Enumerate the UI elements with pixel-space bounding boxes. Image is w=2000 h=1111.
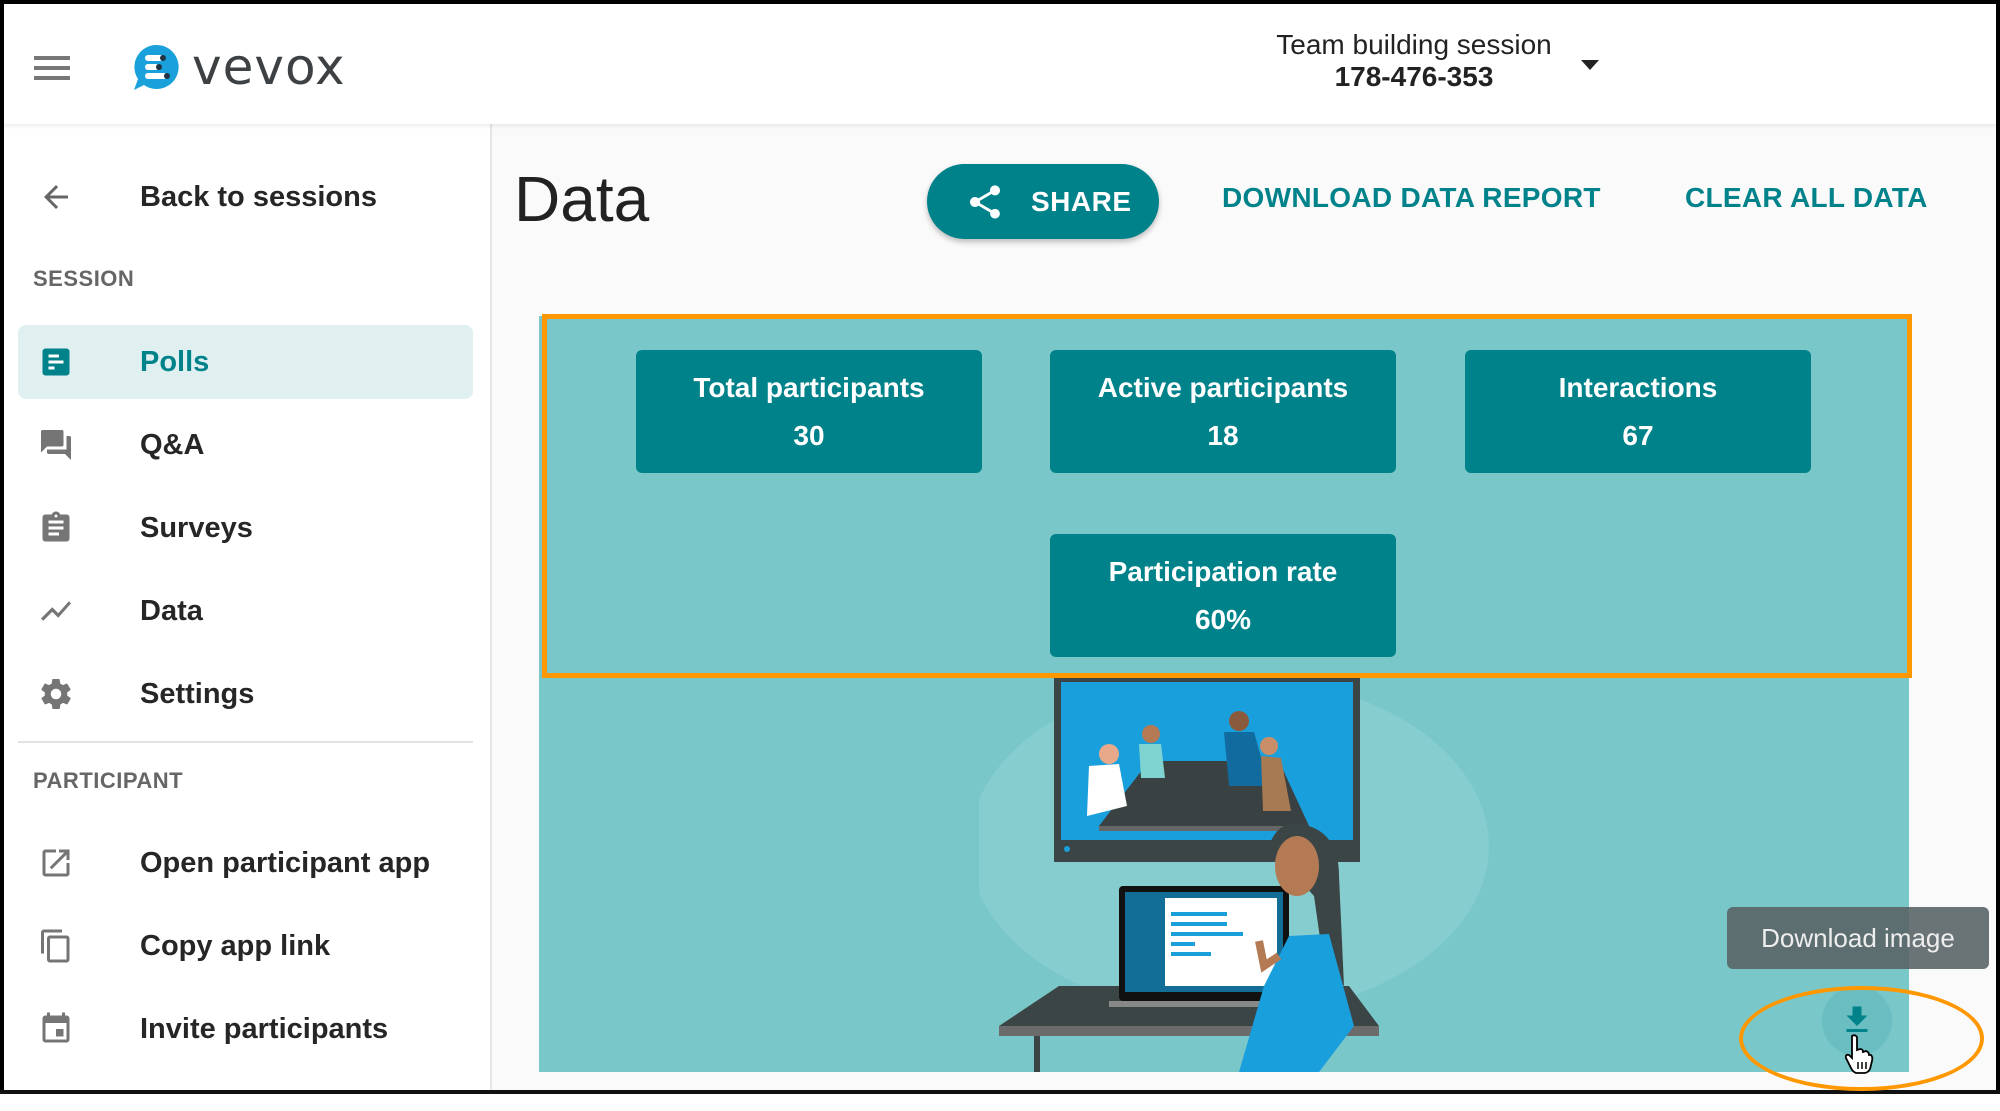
sidebar-item-qa[interactable]: Q&A (18, 408, 473, 482)
download-icon (1846, 1006, 1868, 1032)
back-to-sessions-button[interactable]: Back to sessions (4, 162, 492, 232)
stat-value: 18 (1207, 420, 1239, 451)
nav-label: Settings (140, 677, 255, 710)
stat-value: 60% (1194, 604, 1252, 635)
sidebar-item-polls[interactable]: Polls (18, 325, 473, 399)
session-selector[interactable]: Team building session 178-476-353 (1244, 28, 1584, 92)
sidebar-item-settings[interactable]: Settings (18, 657, 473, 731)
poll-icon (42, 348, 70, 376)
copy-icon (41, 929, 70, 963)
stat-value: 67 (1622, 420, 1654, 451)
back-label: Back to sessions (140, 180, 377, 213)
nav-label: Q&A (140, 428, 205, 461)
section-title-participant: PARTICIPANT (33, 768, 184, 793)
sidebar-divider (18, 741, 473, 743)
share-button[interactable]: SHARE (927, 164, 1159, 239)
forum-icon (41, 430, 71, 460)
vevox-logo: vevox (132, 42, 346, 92)
clipboard-icon (42, 511, 70, 542)
calendar-icon (42, 1012, 70, 1043)
session-code: 178-476-353 (1334, 61, 1494, 92)
share-label: SHARE (1031, 185, 1132, 217)
trending-line-icon (41, 601, 71, 621)
download-image-tooltip: Download image (1727, 907, 1989, 969)
stat-card-interactions: Interactions 67 (1465, 350, 1811, 473)
arrow-left-icon (44, 185, 68, 209)
top-bar: vevox Team building session 178-476-353 (4, 4, 1996, 124)
stat-card-active-participants: Active participants 18 (1050, 350, 1396, 473)
nav-label: Surveys (140, 511, 253, 544)
sidebar-item-invite-participants[interactable]: Invite participants (18, 992, 473, 1066)
gear-icon (41, 679, 71, 709)
hand-pointer-cursor-icon (1844, 1034, 1874, 1074)
logo-text: vevox (192, 38, 346, 96)
sidebar-item-copy-app-link[interactable]: Copy app link (18, 909, 473, 983)
share-icon (970, 185, 1000, 219)
sidebar-item-surveys[interactable]: Surveys (18, 491, 473, 565)
nav-label: Open participant app (140, 846, 431, 879)
hamburger-icon[interactable] (34, 54, 72, 82)
stat-label: Interactions (1558, 372, 1718, 403)
stat-label: Participation rate (1108, 556, 1338, 587)
sidebar: Back to sessions SESSION Polls Q&A Surve… (4, 124, 492, 1094)
caret-down-icon[interactable] (1581, 60, 1599, 70)
meeting-illustration (979, 676, 1489, 1072)
stat-value: 30 (793, 420, 825, 451)
stat-card-participation-rate: Participation rate 60% (1050, 534, 1396, 657)
vevox-logo-icon (134, 44, 179, 90)
open-external-icon (42, 849, 70, 877)
stat-card-total-participants: Total participants 30 (636, 350, 982, 473)
stat-label: Active participants (1097, 372, 1349, 403)
section-title-session: SESSION (33, 266, 135, 291)
stat-label: Total participants (693, 372, 925, 403)
download-data-report-button[interactable]: DOWNLOAD DATA REPORT (1222, 182, 1601, 213)
page-title: Data (514, 163, 650, 235)
nav-label: Polls (140, 345, 210, 378)
main-content: Data SHARE DOWNLOAD DATA REPORT CLEAR AL… (494, 124, 1996, 1094)
nav-label: Copy app link (140, 929, 331, 962)
sidebar-item-data[interactable]: Data (18, 574, 473, 648)
nav-label: Data (140, 594, 203, 627)
frame-bottom-border (0, 1090, 2000, 1094)
nav-label: Invite participants (140, 1012, 389, 1045)
data-summary-panel: Total participants 30 Active participant… (539, 316, 1909, 1072)
clear-all-data-button[interactable]: CLEAR ALL DATA (1685, 182, 1928, 213)
sidebar-item-open-participant-app[interactable]: Open participant app (18, 826, 473, 900)
session-name: Team building session (1276, 29, 1552, 60)
